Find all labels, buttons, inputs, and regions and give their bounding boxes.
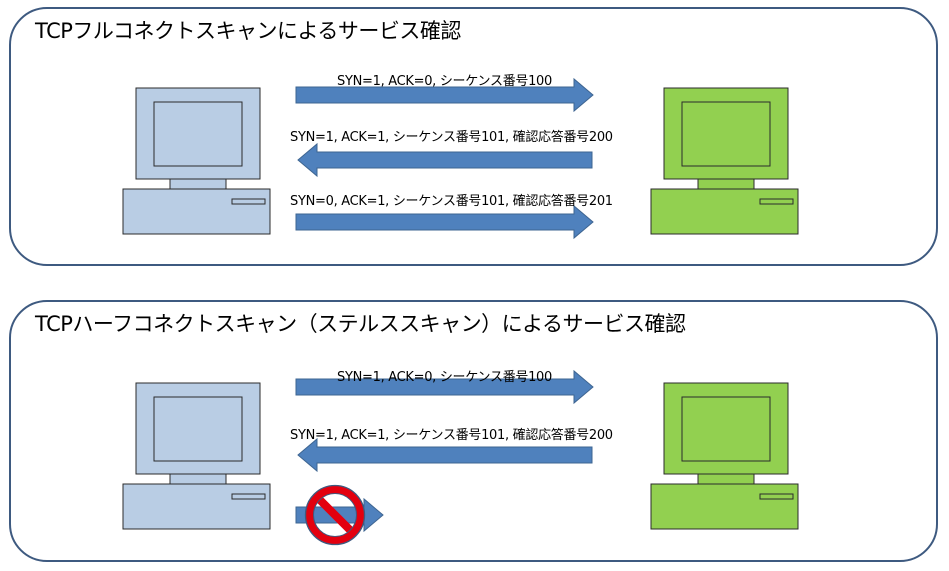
client-computer-icon	[122, 87, 271, 235]
arrow-left	[297, 142, 593, 178]
server-computer-icon	[650, 382, 799, 530]
packet-label-syn: SYN=1, ACK=0, シーケンス番号100	[337, 74, 553, 89]
arrow-right	[295, 369, 594, 405]
packet-label-syn-ack: SYN=1, ACK=1, シーケンス番号101, 確認応答番号200	[290, 130, 613, 145]
server-computer-icon	[650, 87, 799, 235]
packet-label-syn: SYN=1, ACK=0, シーケンス番号100	[337, 370, 553, 385]
prohibited-icon	[304, 484, 366, 546]
arrow-right	[295, 77, 594, 113]
arrow-left	[297, 437, 593, 473]
panel-title: TCPフルコネクトスキャンによるサービス確認	[35, 19, 461, 43]
packet-label-ack: SYN=0, ACK=1, シーケンス番号101, 確認応答番号201	[290, 194, 613, 209]
arrow-right	[295, 204, 594, 240]
client-computer-icon	[122, 382, 271, 530]
packet-label-syn-ack: SYN=1, ACK=1, シーケンス番号101, 確認応答番号200	[290, 428, 613, 443]
panel-title: TCPハーフコネクトスキャン（ステルススキャン）によるサービス確認	[35, 312, 686, 336]
